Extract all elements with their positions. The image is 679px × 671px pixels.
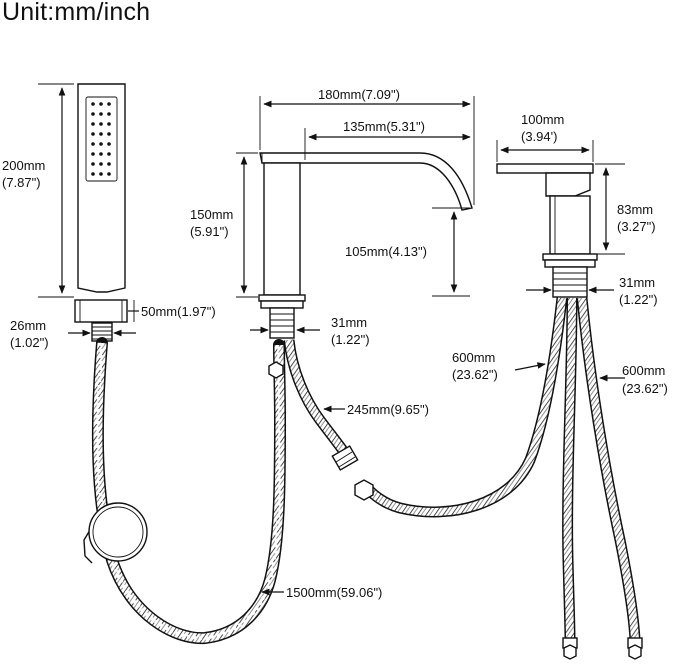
mixer-handle xyxy=(496,163,598,298)
right-supply-mm: 600mm xyxy=(622,363,665,378)
shower-length-in: (7.87") xyxy=(2,175,41,190)
spout-reach-dimension: 135mm(5.31") xyxy=(343,119,425,134)
shower-hose xyxy=(91,337,287,645)
shower-base-dimension: 50mm(1.97") xyxy=(141,304,216,319)
body-height-in: (5.91") xyxy=(190,224,229,239)
handle-width-mm: 100mm xyxy=(521,112,564,127)
handle-height-mm: 83mm xyxy=(617,202,653,217)
shower-thread-mm: 26mm xyxy=(10,318,46,333)
left-supply-in: (23.62") xyxy=(452,367,498,382)
shower-thread-in: (1.02") xyxy=(10,335,49,350)
shower-spray-holes xyxy=(91,102,111,176)
handle-thread-mm: 31mm xyxy=(619,275,655,290)
spout-height-dimension: 105mm(4.13") xyxy=(345,244,427,259)
hose-bracket xyxy=(83,502,148,564)
unit-title: Unit:mm/inch xyxy=(2,0,151,26)
handle-height-in: (3.27") xyxy=(617,219,656,234)
body-height-mm: 150mm xyxy=(190,207,233,222)
handle-thread-in: (1.22") xyxy=(619,292,658,307)
spout-thread-in: (1.22") xyxy=(331,332,370,347)
handle-width-in: (3.94') xyxy=(521,129,557,144)
shower-hose-length: 1500mm(59.06") xyxy=(286,585,382,600)
spout-width-dimension: 180mm(7.09") xyxy=(318,87,400,102)
spout-hose xyxy=(283,339,359,471)
spout-thread-mm: 31mm xyxy=(331,315,367,330)
left-supply-mm: 600mm xyxy=(452,350,495,365)
supply-hoses xyxy=(354,297,643,660)
spout-faucet xyxy=(258,152,473,339)
shower-length-mm: 200mm xyxy=(2,158,45,173)
right-supply-in: (23.62") xyxy=(622,381,668,396)
spout-hose-length: 245mm(9.65") xyxy=(347,402,429,417)
hand-shower xyxy=(74,83,128,342)
